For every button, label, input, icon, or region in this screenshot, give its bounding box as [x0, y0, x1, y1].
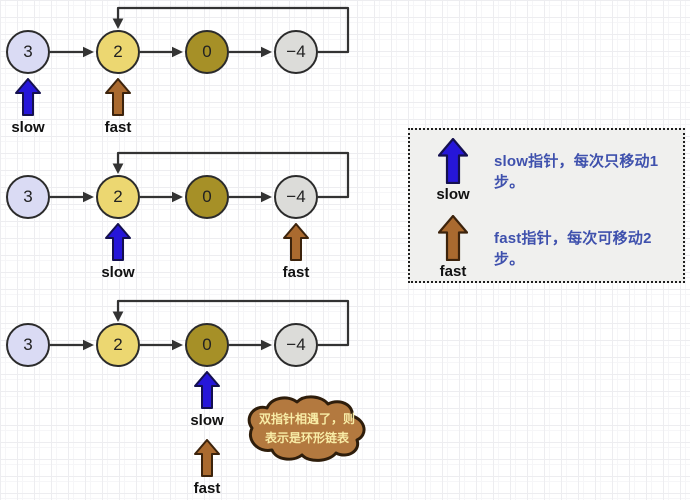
node-value: 3 — [23, 335, 33, 354]
list-node: 0 — [185, 323, 229, 367]
cycle-arrow — [116, 6, 350, 54]
node-value: −4 — [286, 335, 306, 354]
list-node: −4 — [274, 323, 318, 367]
pointer-label: slow — [101, 264, 135, 281]
pointer-label: slow — [190, 412, 224, 429]
fast-pointer: fast — [266, 223, 326, 281]
node-value: 0 — [202, 335, 212, 354]
slow-pointer: slow — [177, 371, 237, 429]
legend-box: slow slow指针，每次只移动1步。 fast fast指针，每次可移动2步… — [408, 128, 685, 283]
pointer-label: slow — [11, 119, 45, 136]
legend-slow-text: slow指针，每次只移动1步。 — [494, 152, 659, 191]
next-arrowhead-icon — [83, 339, 94, 351]
pointer-label: fast — [282, 264, 310, 281]
legend-fast-label: fast — [439, 263, 467, 280]
cycle-arrowhead-icon — [112, 18, 124, 29]
cloud-icon — [247, 395, 366, 462]
list-node: 2 — [96, 30, 140, 74]
cycle-arrowhead-icon — [112, 311, 124, 322]
slow-pointer: slow — [88, 223, 148, 281]
slow-pointer: slow — [0, 78, 58, 136]
node-value: −4 — [286, 187, 306, 206]
slow-arrow-icon — [194, 371, 220, 409]
fast-arrow-icon — [438, 215, 468, 261]
cycle-callout: 双指针相遇了，则 表示是环形链表 — [240, 394, 374, 464]
node-value: −4 — [286, 42, 306, 61]
list-node: 3 — [6, 323, 50, 367]
next-arrowhead-icon — [172, 46, 183, 58]
fast-arrow-icon — [194, 439, 220, 477]
cycle-arrowhead-icon — [112, 163, 124, 174]
list-node: 3 — [6, 175, 50, 219]
node-value: 0 — [202, 42, 212, 61]
cycle-arrow — [116, 299, 350, 347]
link-arrows — [50, 6, 350, 58]
list-node: −4 — [274, 30, 318, 74]
list-node: 3 — [6, 30, 50, 74]
slow-arrow-icon — [105, 223, 131, 261]
node-value: 2 — [113, 335, 123, 354]
callout-line-1: 双指针相遇了，则 — [258, 412, 355, 427]
next-arrowhead-icon — [261, 46, 272, 58]
legend-slow-label: slow — [436, 186, 470, 203]
list-node: 0 — [185, 30, 229, 74]
next-arrowhead-icon — [172, 191, 183, 203]
node-value: 0 — [202, 187, 212, 206]
pointer-label: fast — [104, 119, 132, 136]
link-arrows — [50, 299, 350, 351]
list-node: −4 — [274, 175, 318, 219]
fast-pointer: fast — [177, 439, 237, 497]
node-value: 3 — [23, 187, 33, 206]
next-arrowhead-icon — [83, 191, 94, 203]
next-arrowhead-icon — [172, 339, 183, 351]
list-node: 2 — [96, 175, 140, 219]
list-node: 2 — [96, 323, 140, 367]
link-arrows — [50, 151, 350, 203]
list-row-3: 3 2 0 −4 slow fast — [0, 293, 380, 500]
pointer-label: fast — [193, 480, 221, 497]
next-arrowhead-icon — [261, 339, 272, 351]
slow-arrow-icon — [438, 138, 468, 184]
list-row-2: 3 2 0 −4 slow fast — [0, 145, 380, 290]
node-value: 3 — [23, 42, 33, 61]
legend-fast-entry: fast fast指针，每次可移动2步。 — [424, 215, 675, 280]
fast-arrow-icon — [105, 78, 131, 116]
callout-line-2: 表示是环形链表 — [264, 431, 349, 445]
legend-fast-text: fast指针，每次可移动2步。 — [494, 229, 652, 268]
list-node: 0 — [185, 175, 229, 219]
slow-arrow-icon — [15, 78, 41, 116]
legend-slow-entry: slow slow指针，每次只移动1步。 — [424, 138, 675, 203]
cycle-arrow — [116, 151, 350, 199]
fast-pointer: fast — [88, 78, 148, 136]
list-row-1: 3 2 0 −4 slow fast — [0, 0, 380, 145]
node-value: 2 — [113, 187, 123, 206]
next-arrowhead-icon — [83, 46, 94, 58]
next-arrowhead-icon — [261, 191, 272, 203]
fast-arrow-icon — [283, 223, 309, 261]
node-value: 2 — [113, 42, 123, 61]
cycle-callout-text: 双指针相遇了，则 表示是环形链表 — [240, 394, 374, 464]
